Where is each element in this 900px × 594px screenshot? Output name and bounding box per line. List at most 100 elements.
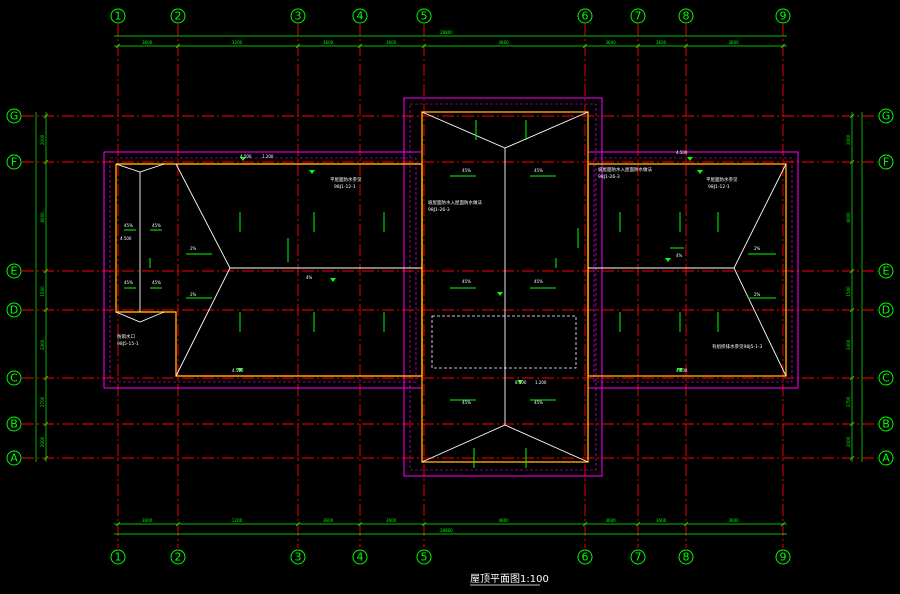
grid-bubble-top-6-circle <box>577 8 593 24</box>
grid-bubble-top-3-circle <box>290 8 306 24</box>
central-hip-bottom <box>421 424 589 463</box>
slope-label-stair-3: 45% <box>124 280 133 285</box>
note-rain-outlet-ref: 98J5-15-1 <box>117 341 139 347</box>
dim-top-segment-label: 3600 <box>656 40 667 45</box>
dim-right-segment-label: 6000 <box>846 212 851 223</box>
note-flat-roof-west: 平屋面防水参见 <box>330 176 362 183</box>
grid-bubble-top-9-circle <box>775 8 791 24</box>
grid-bubble-bottom-5-label: 5 <box>421 551 428 564</box>
dim-left-tick <box>43 307 49 313</box>
grid-bubble-bottom-2-circle <box>170 549 186 565</box>
dim-bottom-tick <box>295 521 301 527</box>
dim-left-segment-label: 2000 <box>40 134 45 145</box>
elevation-west-top-b: 1.200 <box>262 154 274 159</box>
note-flat-roof-east: 平屋面防水参见 <box>706 176 738 183</box>
dim-left-tick <box>43 268 49 274</box>
elevation-marker <box>687 157 693 161</box>
grid-bubble-bottom-1-label: 1 <box>115 551 122 564</box>
dim-top-segment-label: 3600 <box>323 40 334 45</box>
dim-bottom-tick <box>115 521 121 527</box>
grid-bubble-top-7-circle <box>630 8 646 24</box>
dim-top-tick <box>357 43 363 49</box>
grid-bubble-left-G-label: G <box>10 110 19 123</box>
elevation-marker <box>240 157 246 161</box>
dim-top-total: 28800 <box>440 30 453 35</box>
grid-bubble-top-6-label: 6 <box>582 10 589 23</box>
grid-bubble-top-5-circle <box>416 8 432 24</box>
dim-top-segment-label: 3600 <box>729 40 740 45</box>
grid-bubble-top-1-label: 1 <box>115 10 122 23</box>
dim-bottom-segment-label: 3600 <box>323 518 334 523</box>
slope-label-stair-4: 45% <box>152 280 161 285</box>
dim-right-segment-label: 3300 <box>846 339 851 350</box>
grid-bubble-left-A-circle <box>6 450 22 466</box>
grid-bubble-bottom-8-circle <box>678 549 694 565</box>
grid-bubble-top-7-label: 7 <box>635 10 642 23</box>
dim-top-segment-label: 3600 <box>142 40 153 45</box>
grid-bubble-left-B-circle <box>6 416 22 432</box>
dim-top-segment-label: 3600 <box>386 40 397 45</box>
grid-bubble-top-4-label: 4 <box>357 10 364 23</box>
grid-bubble-right-G-circle <box>878 108 894 124</box>
dim-top-tick <box>295 43 301 49</box>
parapet-inner-dashed <box>109 103 793 471</box>
slope-label-west-3: 4% <box>306 275 313 280</box>
elevation-marker <box>517 380 523 384</box>
elevation-central-bottom-b: 1.200 <box>535 380 547 385</box>
dim-bottom-segment-label: 3600 <box>729 518 740 523</box>
dim-bottom-segment-label: 3600 <box>606 518 617 523</box>
dim-top-tick <box>635 43 641 49</box>
slope-label-east-1: 2% <box>754 246 761 251</box>
grid-bubble-top-2-label: 2 <box>175 10 182 23</box>
dim-bottom-tick <box>780 521 786 527</box>
dim-right-tick <box>849 375 855 381</box>
west-wing-inner <box>109 157 417 383</box>
slope-label-central-6: 45% <box>534 400 543 405</box>
grid-bubble-right-F-circle <box>878 154 894 170</box>
east-wing-inner <box>593 157 793 383</box>
grid-bubble-right-D-label: D <box>882 304 890 317</box>
grid-bubble-left-F-circle <box>6 154 22 170</box>
note-slope-roof-east-ref: 98J1-26-3 <box>598 174 620 180</box>
dim-bottom-tick <box>683 521 689 527</box>
dim-left-tick <box>43 113 49 119</box>
grid-bubble-right-E-label: E <box>883 265 890 278</box>
grid-bubble-right-E-circle <box>878 263 894 279</box>
dim-bottom-segment-label: 1200 <box>232 518 243 523</box>
grid-bubble-left-C-label: C <box>10 372 18 385</box>
slope-labels: 45% 45% 45% 45% 2% 2% 45% 45% 45% 45% 45… <box>124 168 761 405</box>
dim-bottom-tick <box>175 521 181 527</box>
note-slope-roof: 坡屋面防水入屋面防水做法 <box>428 199 482 206</box>
grid-bubble-right-C-label: C <box>882 372 890 385</box>
elevation-marker <box>665 258 671 262</box>
dim-top-segment-label: 3600 <box>606 40 617 45</box>
slope-arrows <box>124 120 776 468</box>
grid-bubble-left-D-label: D <box>10 304 18 317</box>
grid-bubble-right-G-label: G <box>882 110 891 123</box>
dim-top-tick <box>421 43 427 49</box>
dim-top-segment-label: 1200 <box>232 40 243 45</box>
grid-bubble-bottom-4-label: 4 <box>357 551 364 564</box>
grid-bubble-top-3-label: 3 <box>295 10 302 23</box>
east-gutter <box>587 163 787 377</box>
grid-bubble-bottom-6-label: 6 <box>582 551 589 564</box>
grid-bubble-top-9-label: 9 <box>780 10 787 23</box>
grid-bubble-right-F-label: F <box>883 156 889 169</box>
elevation-marker <box>697 170 703 174</box>
elevation-marker <box>237 368 243 372</box>
grid-bubble-left-E-label: E <box>11 265 18 278</box>
elevation-west-bottom: 4.500 <box>232 368 244 373</box>
stair-hip-bottom <box>115 311 165 323</box>
grid-bubble-top-5-label: 5 <box>421 10 428 23</box>
elevation-east-top: 4.500 <box>676 150 688 155</box>
central-block-parapet <box>403 97 603 477</box>
dim-left-tick <box>43 421 49 427</box>
elevation-marker <box>330 278 336 282</box>
annotation-notes: 平屋面防水参见 98J1-12-1 坡屋面防水入屋面防水做法 98J1-26-3… <box>117 166 763 350</box>
grid-bubble-bottom-8-label: 8 <box>683 551 690 564</box>
elevation-labels: 4.500 1.200 4.500 8.500 1.200 4.500 4.50… <box>120 150 688 385</box>
slope-label-central-2: 45% <box>534 168 543 173</box>
